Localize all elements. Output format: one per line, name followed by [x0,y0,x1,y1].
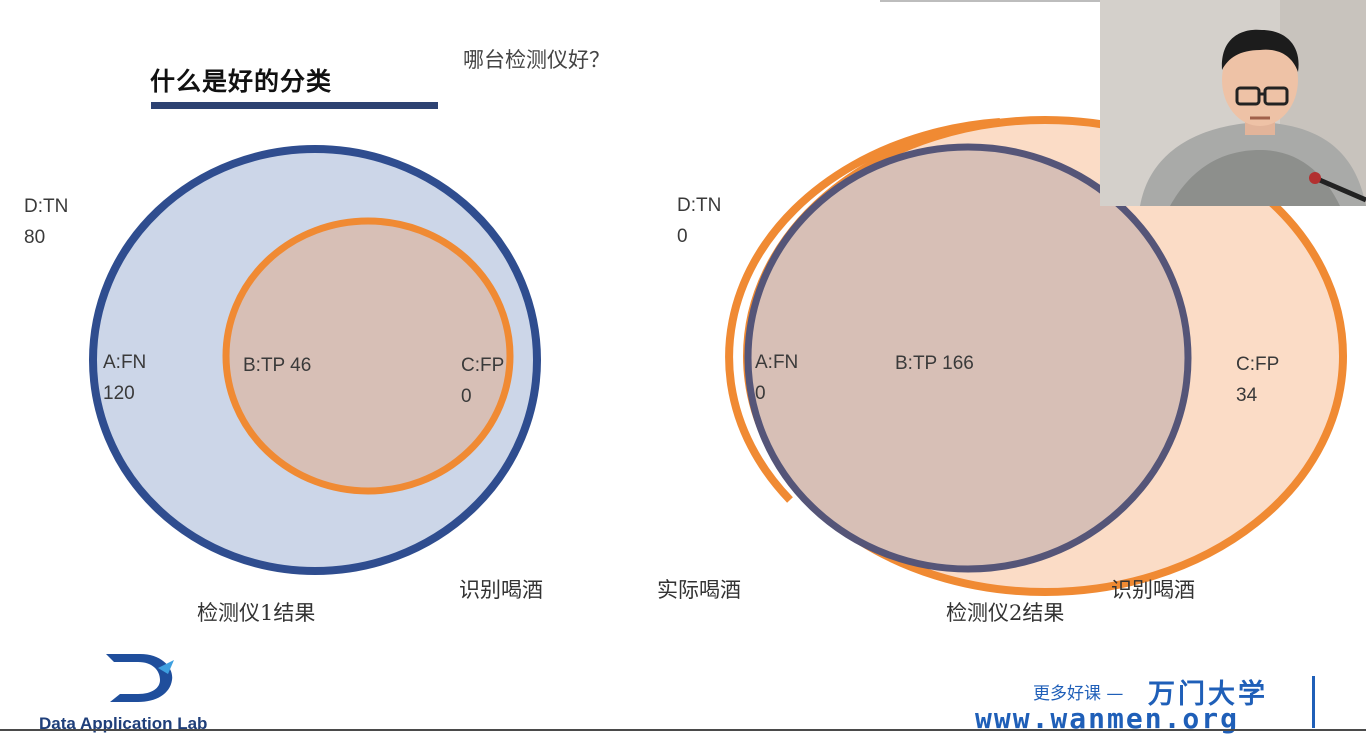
dal-logo-icon [106,654,174,702]
title-underline [151,102,438,109]
watermark-tagline: 更多好课 — [1033,684,1124,704]
diagram1-fn-label: A:FN 120 [103,352,147,404]
diagram1-detect-circle [222,217,514,495]
watermark-divider [1312,676,1315,728]
presenter-image [1100,0,1366,206]
slide-title: 什么是好的分类 [150,67,333,96]
diagram2-fn-label: A:FN 0 [755,352,799,404]
diagram2-detect-arc-overlay [725,118,1001,503]
diagram2-tp-label: B:TP 166 [895,353,974,374]
diagram1-fp-label: C:FP 0 [461,355,505,407]
diagram2-fp-label: C:FP 34 [1236,354,1280,406]
slide-question: 哪台检测仪好？ [463,48,610,72]
watermark-brand: 万门大学 [1148,679,1268,710]
diagram1-result-caption: 检测仪1结果 [197,601,316,625]
diagram1-identify-caption: 识别喝酒 [459,578,543,602]
webcam-video [1100,0,1366,206]
diagram1-tp-label: B:TP 46 [243,355,312,376]
diagram2-venn [725,116,1347,596]
diagram1-tn-label: D:TN 80 [24,196,69,248]
diagram1-venn [89,145,541,575]
diagram2-actual-circle [744,143,1192,573]
dal-logo-text: Data Application Lab [39,714,208,733]
diagram2-identify-caption: 识别喝酒 [1111,578,1195,602]
top-divider [880,0,1170,2]
diagram2-actual-caption: 实际喝酒 [657,578,741,602]
bottom-divider [0,729,1366,731]
diagram2-tn-label: D:TN 0 [677,195,722,247]
diagram2-result-caption: 检测仪2结果 [946,601,1065,625]
